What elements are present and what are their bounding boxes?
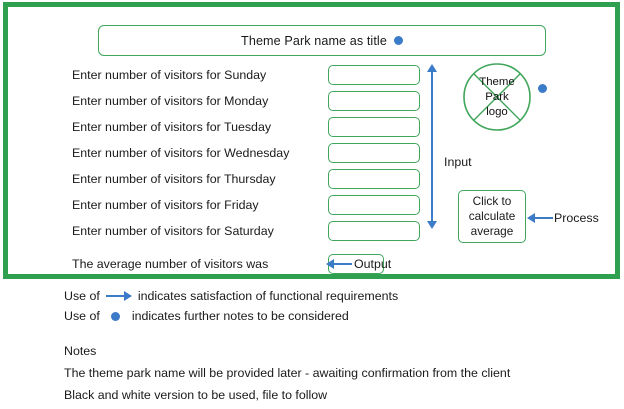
legend-trail-text: indicates satisfaction of functional req… [137,289,399,303]
day-input-sunday[interactable] [328,65,420,85]
arrow-shaft [431,71,434,222]
legend-dot-wrapper [106,311,126,321]
arrow-head-up-icon [427,64,437,72]
day-input-thursday[interactable] [328,169,420,189]
day-input-monday[interactable] [328,91,420,111]
crossed-circle-icon [463,63,531,131]
day-row-wednesday: Enter number of visitors for Wednesday [72,142,432,164]
arrow-head [527,213,535,223]
day-row-saturday: Enter number of visitors for Saturday [72,220,432,242]
output-annotation-label: Output [354,257,392,271]
day-label-thursday: Enter number of visitors for Thursday [72,172,276,186]
note-line-2: Black and white version to be used, file… [64,388,328,402]
input-range-arrow-icon [426,64,438,229]
arrow-head [326,259,334,269]
title-field[interactable]: Theme Park name as title [98,25,546,56]
legend-row-arrow: Use of indicates satisfaction of functio… [64,288,398,304]
legend-lead-text: Use of [64,309,100,323]
legend-trail-text: indicates further notes to be considered [131,309,349,323]
note-marker-dot [393,36,403,45]
output-annotation: Output [326,253,391,275]
day-label-friday: Enter number of visitors for Friday [72,198,259,212]
calculate-average-button[interactable]: Click to calculate average [458,190,526,243]
day-input-tuesday[interactable] [328,117,420,137]
day-input-saturday[interactable] [328,221,420,241]
day-label-sunday: Enter number of visitors for Sunday [72,68,267,82]
day-label-monday: Enter number of visitors for Monday [72,94,269,108]
arrow-head [123,291,132,301]
notes-heading: Notes [64,344,97,358]
note-marker-dot-icon [111,311,121,321]
design-frame: Theme Park name as title Enter number of… [3,2,620,279]
output-row: The average number of visitors was [72,253,384,275]
calculate-button-line-3: average [470,224,514,238]
legend-lead-text: Use of [64,289,100,303]
calculate-button-line-2: calculate [468,209,516,223]
logo-note-marker-dot [538,84,547,93]
arrow-head-down-icon [427,221,437,229]
input-annotation-label: Input [444,155,472,169]
day-row-sunday: Enter number of visitors for Sunday [72,64,432,86]
left-arrow-icon [527,213,553,223]
day-input-friday[interactable] [328,195,420,215]
day-label-tuesday: Enter number of visitors for Tuesday [72,120,272,134]
process-annotation-label: Process [554,211,599,225]
calculate-button-line-1: Click to [472,194,512,208]
right-arrow-icon [105,291,132,301]
day-row-monday: Enter number of visitors for Monday [72,90,432,112]
day-label-saturday: Enter number of visitors for Saturday [72,224,274,238]
title-field-label: Theme Park name as title [241,33,387,48]
left-arrow-icon [326,259,352,269]
logo-placeholder: Theme Park logo [463,63,531,131]
process-annotation: Process [527,210,599,226]
day-input-wednesday[interactable] [328,143,420,163]
arrow-shaft [533,217,553,219]
day-label-wednesday: Enter number of visitors for Wednesday [72,146,290,160]
note-line-1: The theme park name will be provided lat… [64,366,511,380]
arrow-shaft [105,295,126,297]
arrow-shaft [332,263,352,265]
day-row-thursday: Enter number of visitors for Thursday [72,168,432,190]
legend-row-dot: Use of indicates further notes to be con… [64,308,349,324]
output-label: The average number of visitors was [72,257,269,271]
day-row-friday: Enter number of visitors for Friday [72,194,432,216]
day-row-tuesday: Enter number of visitors for Tuesday [72,116,432,138]
